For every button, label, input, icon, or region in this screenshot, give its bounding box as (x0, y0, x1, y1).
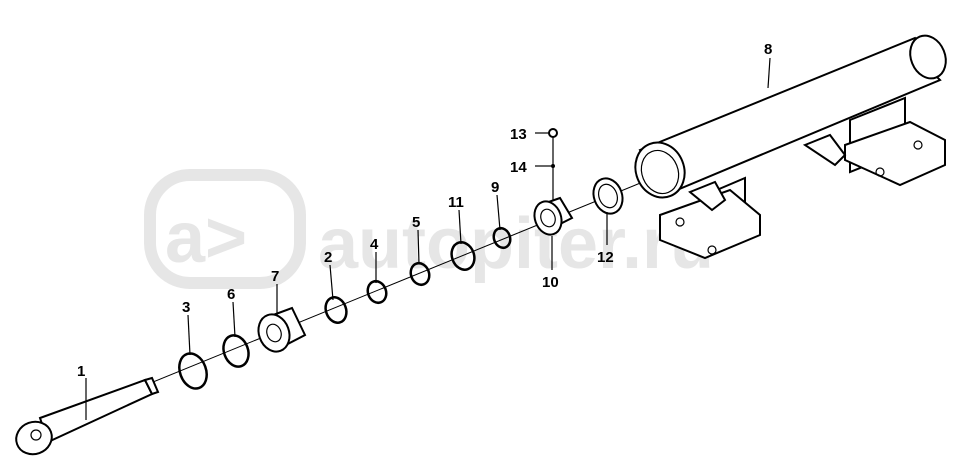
cylinder-body (634, 34, 947, 260)
callout-4: 4 (370, 236, 379, 253)
rear-mount-plate (844, 120, 946, 187)
part-11-ring (450, 241, 476, 271)
piston-bore (540, 208, 556, 228)
callout-6: 6 (227, 286, 235, 303)
callout-9: 9 (491, 179, 499, 196)
front-mount-hole (675, 217, 685, 227)
rear-port-fitting (802, 133, 847, 167)
callout-8: 8 (764, 41, 772, 58)
leader-2 (329, 264, 334, 301)
gland-face (257, 313, 291, 353)
cylinder-front-opening (634, 141, 686, 199)
part-1-rod (15, 376, 160, 456)
gland-bore (266, 323, 282, 343)
leader-3 (187, 314, 191, 356)
part-4-ring (366, 279, 388, 305)
callout-12: 12 (597, 249, 614, 266)
watermark-logo-text: a> (165, 198, 247, 278)
watermark-logo-frame (144, 169, 306, 289)
part-9-ring (492, 226, 512, 250)
callout-1: 1 (77, 363, 85, 380)
part-6-ring (222, 334, 250, 368)
callout-3: 3 (182, 299, 190, 316)
leader-8 (767, 57, 771, 89)
rear-mount-hole (913, 140, 923, 150)
callout-5: 5 (412, 214, 420, 231)
part-10-piston (533, 196, 574, 236)
rod-eye-hole (30, 429, 42, 441)
leader-9 (496, 194, 501, 231)
part-2-ring (324, 296, 348, 324)
callout-11: 11 (448, 194, 464, 211)
front-mount-hole-2 (707, 245, 717, 255)
leader-6 (232, 301, 236, 338)
part-3-ring (178, 352, 208, 390)
leader-lines (85, 57, 771, 420)
part-12-seal (592, 177, 624, 215)
callout-10: 10 (542, 274, 559, 291)
part-14-pin (551, 164, 555, 168)
seal-ring-12-inner (597, 183, 619, 209)
leader-5 (417, 229, 420, 265)
rod-eye (15, 420, 53, 456)
part-7-gland (257, 306, 307, 353)
front-port-fitting (688, 180, 727, 212)
callout-13: 13 (510, 126, 527, 143)
piston-face (533, 200, 563, 236)
rod-shaft (38, 378, 154, 444)
front-mount-plate (659, 188, 761, 260)
part-5-ring (409, 261, 431, 287)
cylinder-bore (640, 149, 680, 195)
cylinder-rear-cap (909, 34, 947, 80)
callout-14: 14 (510, 159, 527, 176)
watermark-site-text: autopiter.ru (318, 204, 714, 284)
callout-2: 2 (324, 249, 332, 266)
callout-7: 7 (271, 268, 279, 285)
rear-mount-hole-2 (875, 167, 885, 177)
part-13-ball (548, 128, 558, 138)
rod-end (143, 376, 160, 396)
watermark: a> autopiter.ru (144, 169, 714, 289)
leader-11 (458, 209, 462, 245)
